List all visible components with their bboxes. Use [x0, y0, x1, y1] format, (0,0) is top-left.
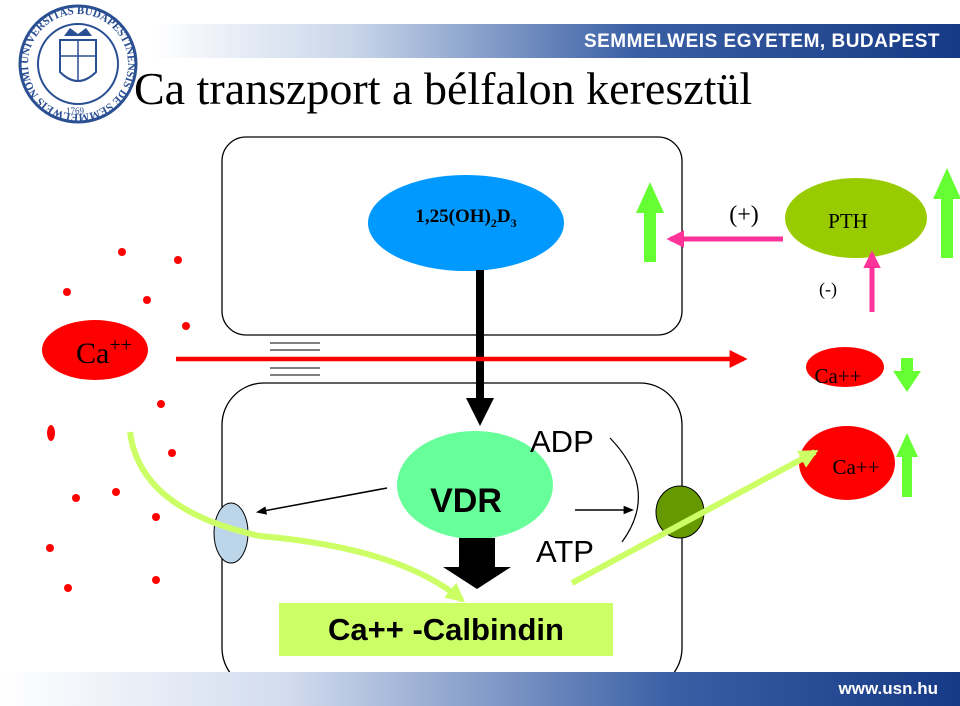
atp-adp-curve [609, 437, 639, 543]
down-arrow-icon [893, 358, 921, 392]
calbindin-label: Ca++ -Calbindin [328, 611, 564, 647]
transcellular-efflux-arrow [570, 449, 819, 586]
calcium-dots [46, 248, 190, 592]
university-seal-icon: UNIVERSITAS BUDAPESTINENSIS DE SEMMELWEI… [8, 2, 138, 124]
transcellular-influx-arrow [127, 431, 465, 603]
vdr-to-calbindin-arrow [443, 538, 511, 589]
adp-label: ADP [530, 424, 594, 459]
vdr-to-channel-arrow [255, 487, 388, 515]
up-arrow-icon [933, 168, 960, 258]
slide-title: Ca transzport a bélfalon keresztül [134, 63, 753, 114]
vdr-label: VDR [430, 482, 502, 520]
calbindin-box: Ca++ -Calbindin [279, 603, 613, 656]
ca-serum-ellipse [799, 426, 895, 500]
up-arrow-icon [896, 433, 918, 497]
footer-url[interactable]: www.usn.hu [838, 679, 938, 698]
ca-blood-label: Ca++ [814, 364, 861, 388]
vitamin-d-label: 1,25(OH)2D3 [415, 206, 516, 230]
stimulation-label: (+) [729, 202, 759, 228]
pth-ellipse [785, 178, 927, 258]
ca-lumen-label: Ca++ [76, 334, 132, 370]
up-arrow-icon [636, 182, 664, 262]
header-band [150, 24, 960, 58]
ca-blood-ellipse [806, 347, 884, 387]
footer-band [0, 672, 960, 706]
inhibition-label: (-) [819, 279, 837, 300]
vitamin-d-ellipse [368, 175, 564, 271]
vdr-ellipse [397, 431, 553, 539]
ca-lumen-ellipse [42, 320, 148, 380]
ca-serum-label: Ca++ [832, 455, 879, 479]
institution-name: SEMMELWEIS EGYETEM, BUDAPEST [583, 31, 940, 52]
pth-label: PTH [828, 209, 868, 233]
junction-lines [270, 342, 320, 376]
basolateral-pump [655, 485, 705, 539]
atp-label: ATP [536, 534, 594, 569]
seal-year: 1769 [66, 106, 85, 116]
